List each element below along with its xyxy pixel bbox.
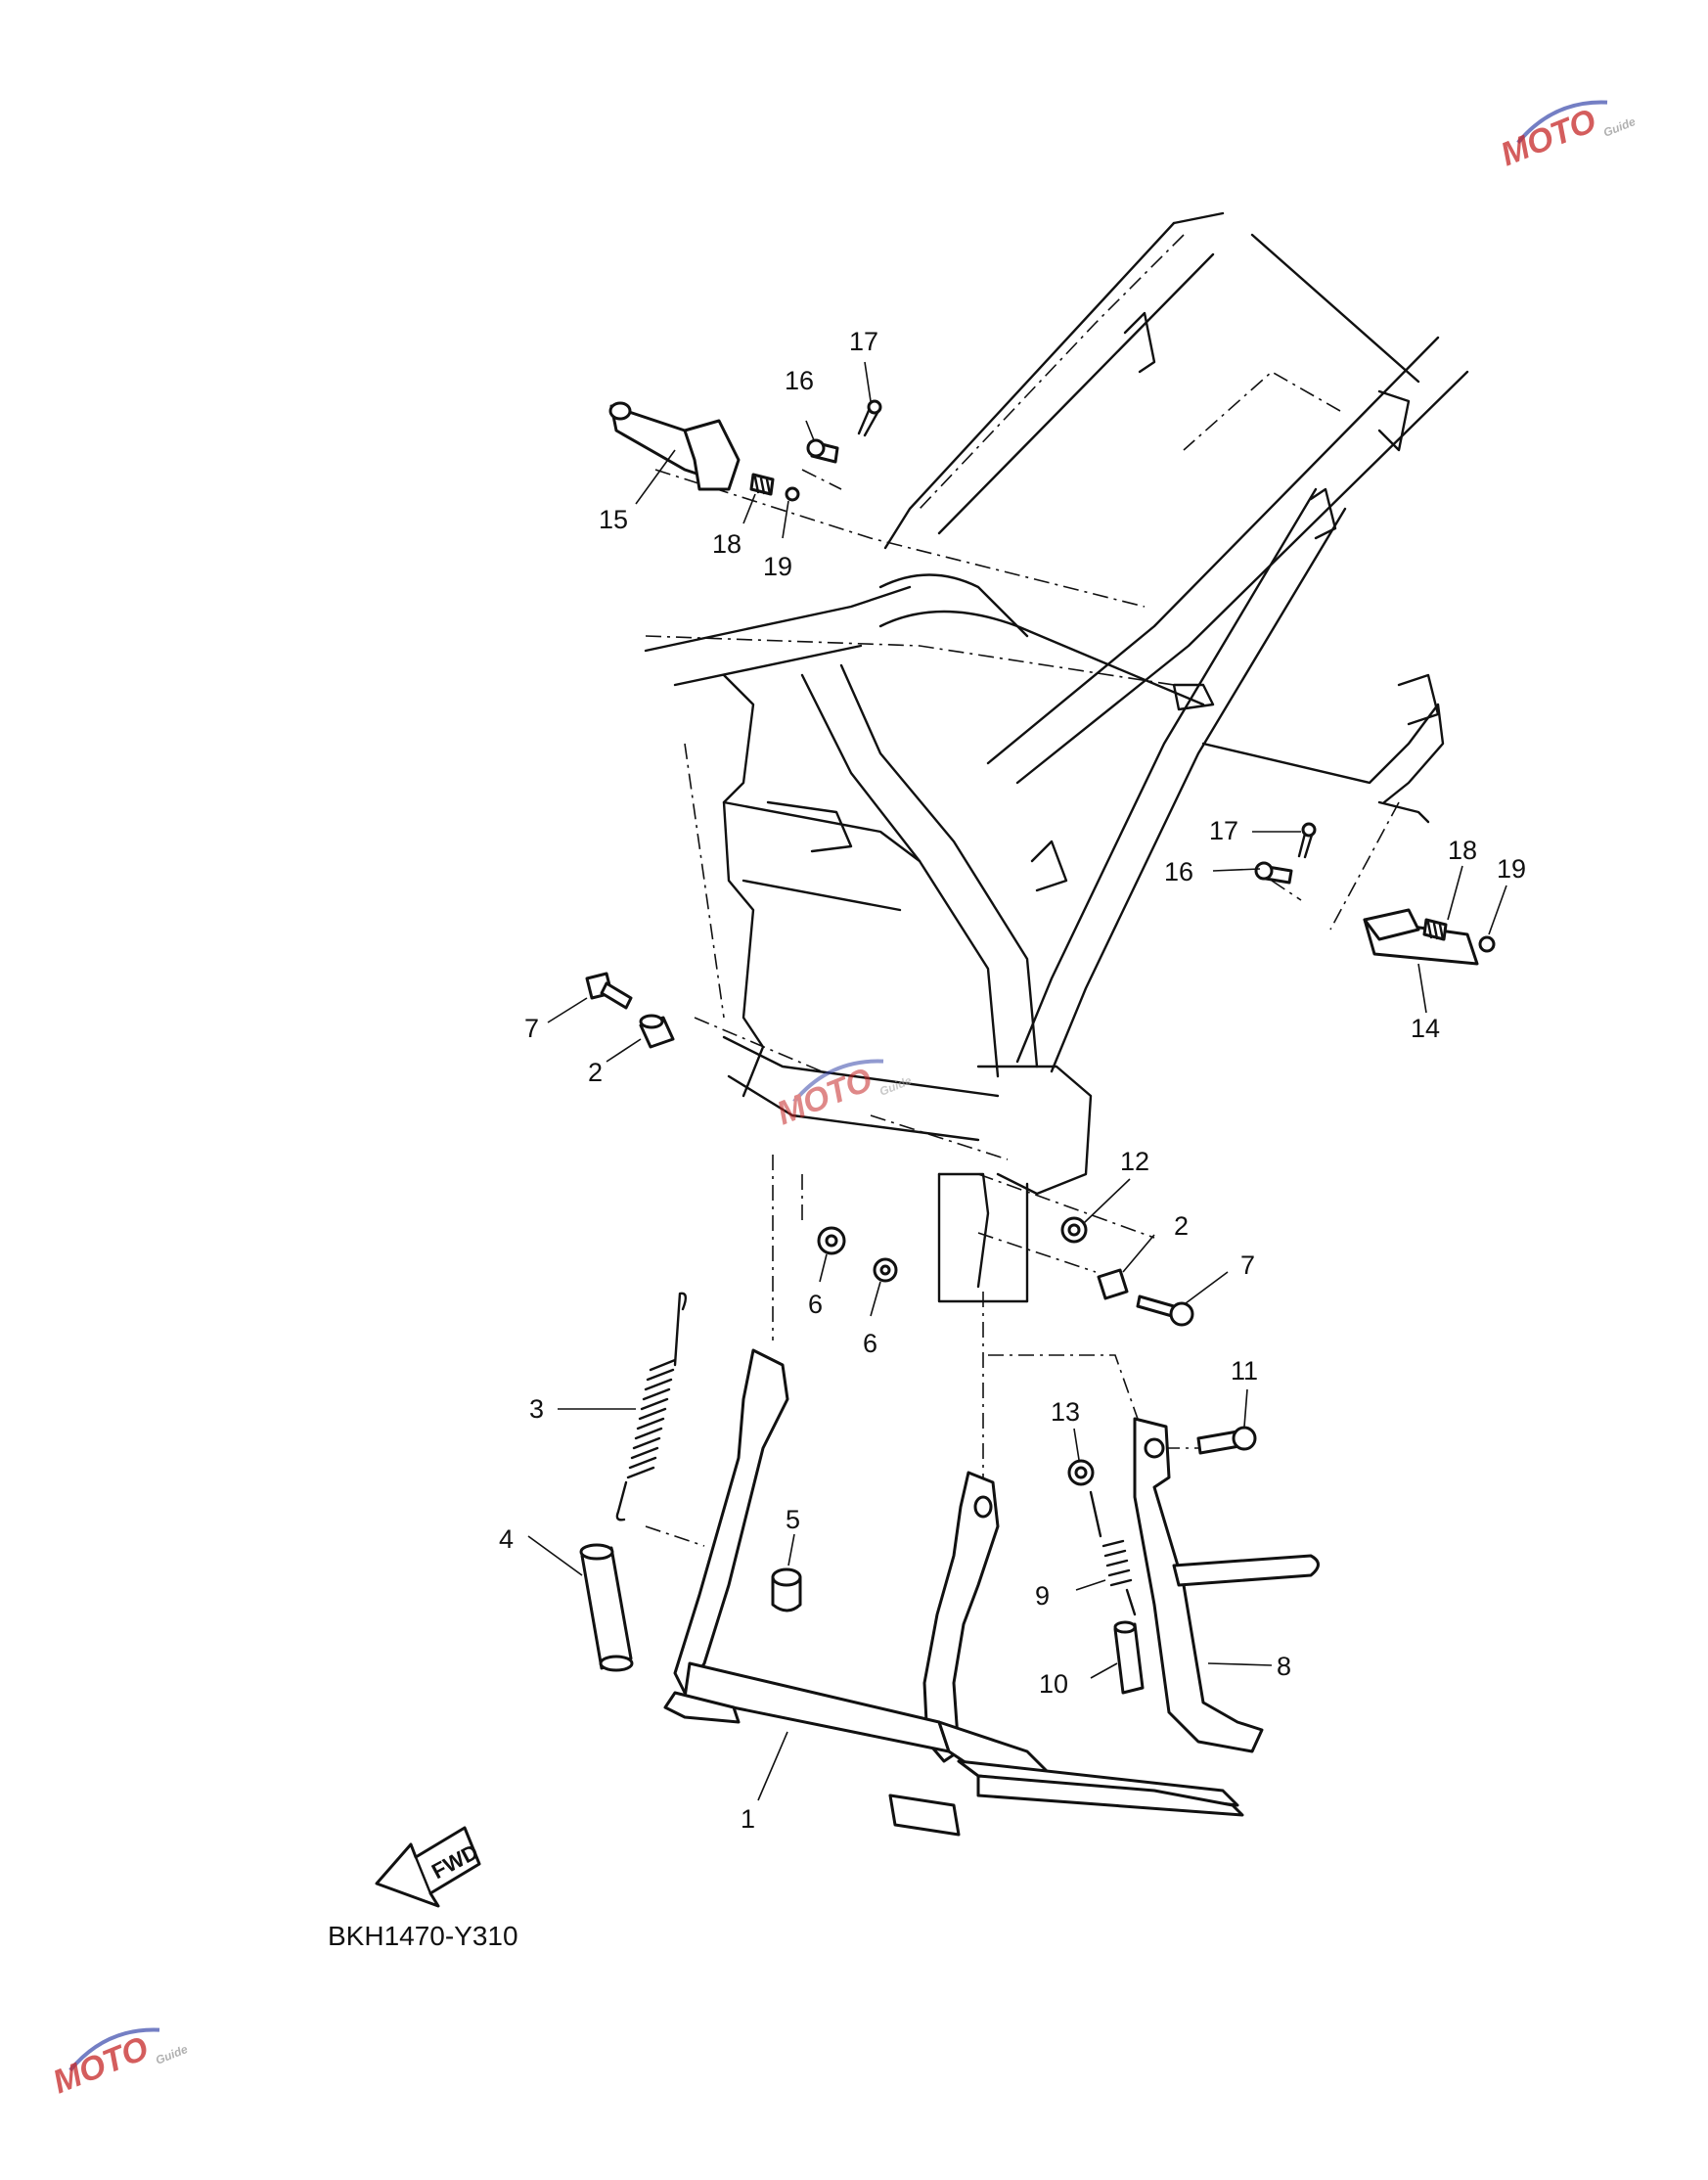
drawing-code: BKH1470-Y310 [328,1921,518,1951]
side-stand-spring [1089,1490,1137,1616]
svg-text:Guide: Guide [154,2042,190,2067]
callout-7: 7 [524,1014,539,1043]
washer-upper [785,486,800,502]
callout-14: 14 [1411,1014,1440,1043]
callout-16: 16 [1164,857,1193,886]
side-stand-spring-cover [1113,1620,1145,1695]
stand-bolt-left [585,972,633,1010]
left-footrest [608,401,741,491]
footrest-pin-upper [806,438,839,464]
nut-a [817,1226,846,1255]
assembly-center-lines [645,234,1400,1547]
callout-8: 8 [1277,1652,1291,1681]
footrest-spring-lower [1422,918,1448,941]
stand-bolt-right [1136,1294,1194,1327]
callout-2: 2 [1174,1211,1189,1241]
svg-text:MOTO: MOTO [1496,102,1601,173]
side-stand [1133,1417,1320,1753]
callout-7: 7 [1240,1250,1255,1280]
callout-6: 6 [808,1290,823,1319]
callout-5: 5 [786,1505,800,1534]
leader-lines [527,361,1507,1801]
footrest-pin-lower [1254,861,1293,885]
side-stand-nut [1067,1459,1095,1486]
svg-text:MOTO: MOTO [48,2029,154,2101]
washer-lower [1478,935,1496,953]
collar-left [639,1014,675,1049]
collar-right [1097,1268,1129,1300]
callout-19: 19 [763,552,792,581]
callout-9: 9 [1035,1581,1050,1611]
callout-labels: 15 16 17 18 19 17 16 18 19 14 7 2 12 2 7… [499,327,1526,1834]
svg-text:Guide: Guide [1601,114,1638,140]
watermark-logo-bottom: MOTO Guide [48,2027,190,2101]
callout-15: 15 [599,505,628,534]
callout-16: 16 [785,366,814,395]
svg-text:Guide: Guide [877,1073,914,1099]
callout-13: 13 [1051,1397,1080,1427]
callout-17: 17 [849,327,878,356]
callout-1: 1 [741,1804,755,1834]
main-stand-spring [615,1292,688,1521]
right-footrest [1363,908,1479,966]
callout-6: 6 [863,1329,877,1358]
callout-3: 3 [529,1394,544,1424]
callout-18: 18 [712,529,742,559]
callout-19: 19 [1497,854,1526,884]
cotter-pin-lower [1297,822,1317,859]
forward-direction-arrow: FWD [375,1826,482,1908]
callout-18: 18 [1448,836,1477,865]
callout-2: 2 [588,1058,603,1087]
main-stand [663,1348,1244,1837]
callout-4: 4 [499,1524,514,1554]
side-stand-bolt [1196,1426,1257,1455]
callout-17: 17 [1209,816,1238,845]
cotter-pin-upper [857,399,882,437]
spring-cover [579,1543,634,1672]
footrest-spring-upper [749,473,775,496]
callout-10: 10 [1039,1669,1068,1699]
stand-damper [771,1567,802,1612]
watermark-logo-top: MOTO Guide [1496,100,1638,173]
nut-b [873,1257,898,1283]
callout-12: 12 [1120,1147,1149,1176]
motorcycle-frame [644,211,1469,1303]
nut-right [1060,1216,1088,1244]
callout-11: 11 [1231,1356,1258,1385]
